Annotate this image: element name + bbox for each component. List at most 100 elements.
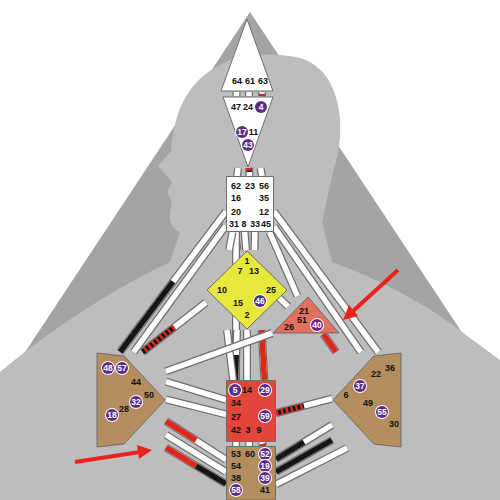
- gate-number: 2: [244, 311, 249, 320]
- center-outline: [227, 447, 276, 500]
- gate-number: 3: [245, 426, 250, 435]
- channel-body: [166, 448, 226, 484]
- gate-number: 53: [231, 450, 241, 459]
- channel-body: [276, 448, 347, 484]
- channel-body: [245, 232, 246, 250]
- channel: [274, 226, 361, 352]
- center-outline: [273, 297, 339, 333]
- channel-activation: [166, 448, 196, 466]
- gate-number: 40: [311, 319, 323, 331]
- gate-number: 14: [242, 386, 252, 395]
- gate-number: 24: [243, 103, 253, 112]
- gate-number: 29: [259, 384, 271, 396]
- channel-outline: [120, 211, 226, 352]
- gate-number: 11: [249, 128, 259, 137]
- channel-body: [274, 211, 378, 352]
- gate-number: 17: [236, 126, 248, 138]
- channel-activation: [276, 406, 304, 413]
- channel-outline: [261, 168, 263, 176]
- center-outline: [223, 97, 273, 167]
- channel-outline: [166, 448, 226, 484]
- body-silhouette: [0, 54, 500, 500]
- channel-outline: [262, 442, 263, 446]
- channel-outline: [166, 382, 226, 400]
- gate-number: 50: [144, 391, 154, 400]
- gate-number: 32: [130, 396, 142, 408]
- gate-number: 10: [217, 286, 227, 295]
- energy-center: 1713102515462: [206, 250, 288, 330]
- channel: [276, 448, 347, 484]
- channel-body: [276, 399, 332, 414]
- center-outline: [97, 353, 165, 447]
- gate-number: 9: [256, 426, 261, 435]
- channel-outline: [245, 92, 253, 96]
- gate-number: 16: [231, 194, 241, 203]
- channel-outline: [143, 302, 206, 352]
- channel: [248, 92, 249, 96]
- background-field: [0, 12, 500, 500]
- gate-number: 18: [106, 409, 118, 421]
- gate-number: 25: [266, 286, 276, 295]
- channel-body: [259, 92, 265, 96]
- gate-number: 41: [260, 486, 270, 495]
- channel: [166, 382, 226, 400]
- channel-activation: [276, 406, 304, 413]
- channel: [166, 448, 226, 484]
- channel-body: [246, 92, 252, 96]
- channel-outline: [274, 226, 361, 352]
- gate-number: 28: [119, 405, 129, 414]
- gate-number: 62: [231, 182, 241, 191]
- channel-body: [262, 442, 263, 446]
- channel-body: [227, 330, 233, 380]
- channel-activation: [196, 466, 226, 484]
- gate-number: 6: [343, 391, 348, 400]
- channel-outline: [227, 330, 233, 380]
- gate-number: 60: [245, 450, 255, 459]
- channel-body: [323, 334, 336, 352]
- channel: [227, 330, 233, 380]
- channel-outline: [276, 399, 332, 414]
- gate-number: 57: [116, 362, 128, 374]
- channel-outline: [274, 211, 378, 352]
- gate-number: 38: [231, 474, 241, 483]
- gate-number: 59: [259, 410, 271, 422]
- channel-outline: [245, 442, 253, 446]
- gate-number: 39: [259, 472, 271, 484]
- channel: [229, 232, 232, 250]
- center-outline: [221, 19, 273, 91]
- gate-number: 45: [261, 220, 271, 229]
- gate-number: 5: [229, 384, 241, 396]
- gate-number: 19: [259, 460, 271, 472]
- gate-number: 52: [259, 448, 271, 460]
- center-outline: [227, 177, 274, 232]
- channel-activation: [246, 168, 252, 172]
- gate-number: 8: [241, 220, 246, 229]
- channel: [249, 168, 250, 176]
- gate-number: 34: [231, 399, 241, 408]
- gate-number: 13: [249, 267, 259, 276]
- pointer-arrowhead: [343, 305, 358, 320]
- channel-activation: [143, 327, 175, 352]
- channel-body: [166, 382, 226, 400]
- gate-number: 15: [233, 299, 243, 308]
- channel-body: [120, 211, 226, 352]
- channel-activation: [143, 327, 175, 352]
- channel-outline: [233, 168, 242, 176]
- channel-body: [234, 92, 240, 96]
- channel: [261, 92, 262, 96]
- channel-outline: [232, 92, 240, 96]
- channel-outline: [166, 333, 272, 371]
- channel: [237, 168, 239, 176]
- channel: [254, 232, 255, 250]
- pointer-arrow: [75, 452, 140, 462]
- energy-center: 47244171143: [222, 96, 274, 168]
- gate-number: 49: [363, 399, 373, 408]
- channel: [323, 334, 336, 352]
- channel: [262, 442, 263, 446]
- gate-number: 44: [131, 378, 141, 387]
- gate-number: 30: [389, 420, 399, 429]
- gate-number: 31: [229, 220, 239, 229]
- pointer-arrow: [352, 270, 398, 312]
- gate-number: 43: [242, 139, 254, 151]
